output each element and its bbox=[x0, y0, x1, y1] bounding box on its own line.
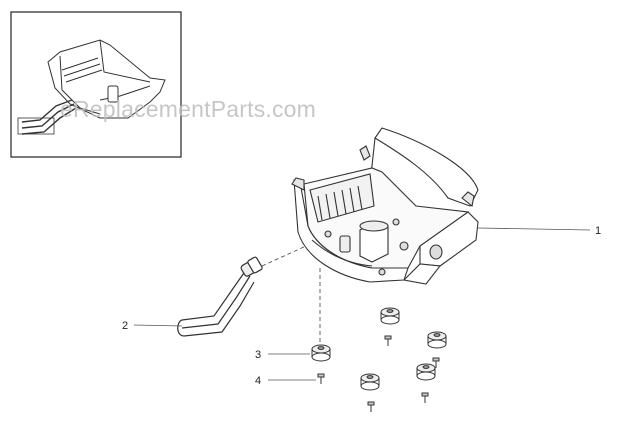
screw-4 bbox=[367, 401, 375, 412]
screw-2 bbox=[384, 335, 392, 346]
callout-1-label: 1 bbox=[595, 225, 601, 237]
inset-overview bbox=[10, 11, 182, 158]
rubber-feet-drawing bbox=[311, 307, 447, 391]
screws-drawing bbox=[317, 335, 440, 412]
callout-4-label: 4 bbox=[255, 375, 261, 387]
heating-element-drawing bbox=[177, 256, 263, 337]
screw-5 bbox=[421, 392, 429, 403]
foot-4 bbox=[360, 373, 380, 391]
assembly-guide-lines bbox=[261, 245, 321, 344]
screw-3 bbox=[432, 357, 440, 368]
foot-5 bbox=[416, 363, 436, 381]
callout-3-label: 3 bbox=[255, 349, 261, 361]
foot-2 bbox=[380, 307, 400, 325]
inset-assembly-drawing bbox=[17, 39, 166, 135]
callout-leaders bbox=[133, 227, 591, 381]
foot-3 bbox=[427, 331, 447, 349]
foot-1 bbox=[311, 344, 331, 362]
base-housing-drawing bbox=[291, 127, 479, 285]
watermark-text: eReplacementParts.com bbox=[60, 96, 316, 122]
callout-2-label: 2 bbox=[122, 320, 128, 332]
screw-1 bbox=[317, 373, 325, 384]
